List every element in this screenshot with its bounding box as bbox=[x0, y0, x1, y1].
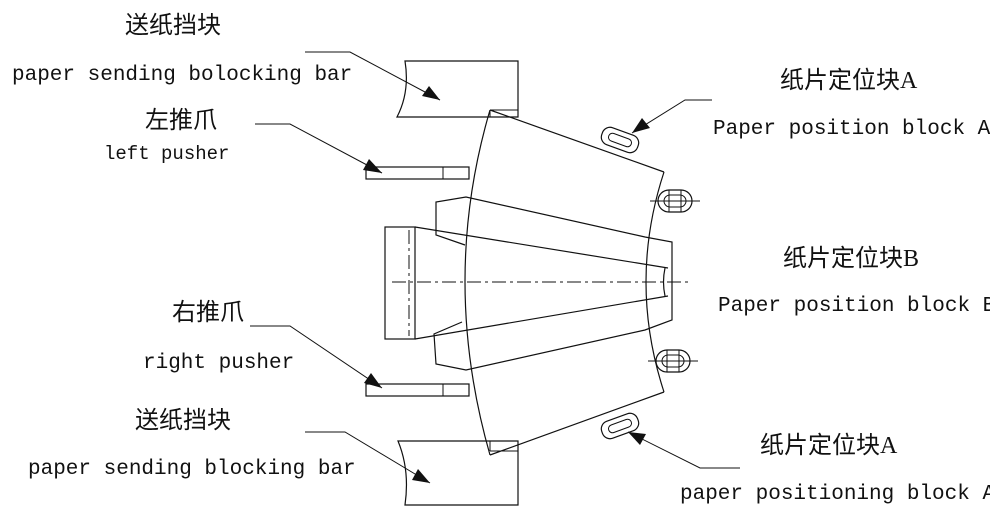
left-pusher-leader bbox=[255, 123, 383, 174]
paper-cup-shape bbox=[384, 196, 690, 371]
block-a-bottom-label-cn: 纸片定位块A bbox=[760, 432, 898, 459]
bottom-bar-label-en: paper sending blocking bar bbox=[28, 458, 356, 481]
right-pusher-label-cn: 右推爪 bbox=[172, 299, 244, 326]
block-b-label-en: Paper position block B bbox=[718, 295, 990, 318]
position-block-b-lower bbox=[648, 349, 698, 373]
block-b-label-cn: 纸片定位块B bbox=[783, 245, 919, 272]
block-a-bottom-leader bbox=[627, 431, 740, 469]
position-block-b-upper bbox=[650, 189, 700, 213]
block-a-top-label-en: Paper position block A bbox=[713, 118, 990, 141]
block-a-bottom-label-en: paper positioning block A bbox=[680, 483, 990, 506]
top-bar-leader bbox=[305, 51, 441, 101]
position-block-a-top bbox=[600, 126, 640, 154]
right-pusher-label-en: right pusher bbox=[143, 352, 294, 375]
top-bar-label-cn: 送纸挡块 bbox=[125, 12, 221, 39]
top-blocking-bar bbox=[396, 60, 519, 118]
block-a-top-leader bbox=[631, 99, 712, 134]
position-block-a-bottom bbox=[600, 412, 640, 440]
bottom-bar-leader bbox=[305, 431, 431, 484]
left-pusher-label-cn: 左推爪 bbox=[145, 107, 217, 134]
block-a-top-label-cn: 纸片定位块A bbox=[780, 67, 918, 94]
left-pusher-label-en: left pusher bbox=[104, 143, 229, 165]
left-pusher bbox=[365, 166, 470, 180]
bottom-blocking-bar bbox=[397, 440, 519, 506]
right-pusher-leader bbox=[250, 325, 383, 389]
bottom-bar-label-cn: 送纸挡块 bbox=[135, 407, 231, 434]
top-bar-label-en: paper sending bolocking bar bbox=[12, 64, 352, 87]
right-pusher bbox=[365, 383, 470, 397]
